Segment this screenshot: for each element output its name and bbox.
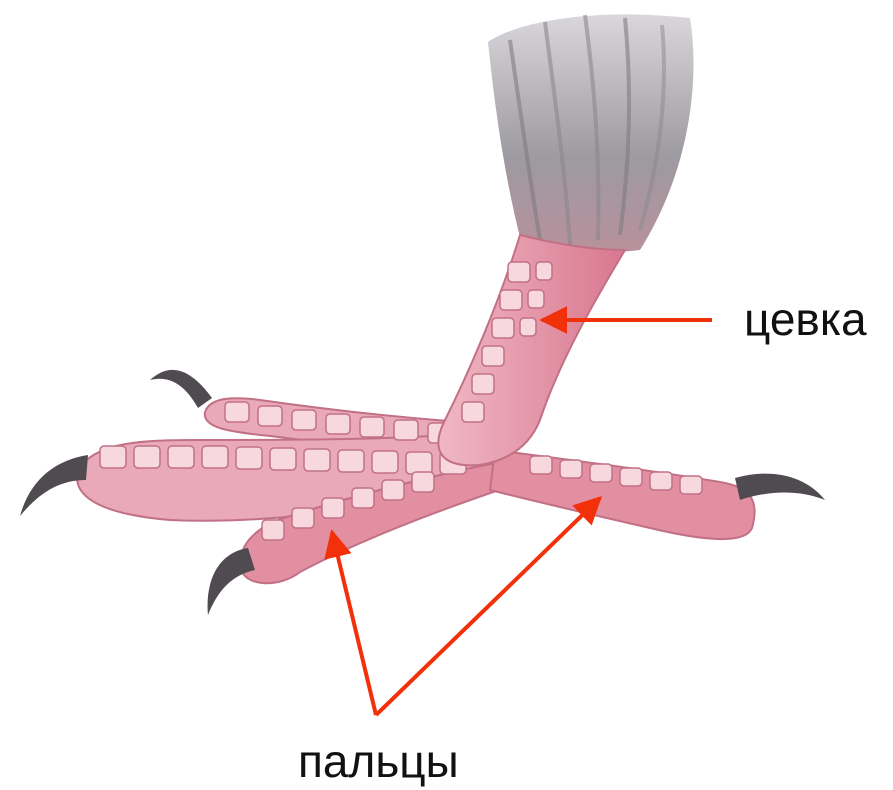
toes [77, 398, 755, 583]
tarsus-shank [438, 235, 625, 465]
toe-arrow-right [376, 498, 600, 715]
toe-arrow-left [332, 532, 376, 715]
feathers [488, 14, 693, 252]
label-toes: пальцы [298, 738, 459, 784]
label-tarsus: цевка [744, 296, 867, 342]
